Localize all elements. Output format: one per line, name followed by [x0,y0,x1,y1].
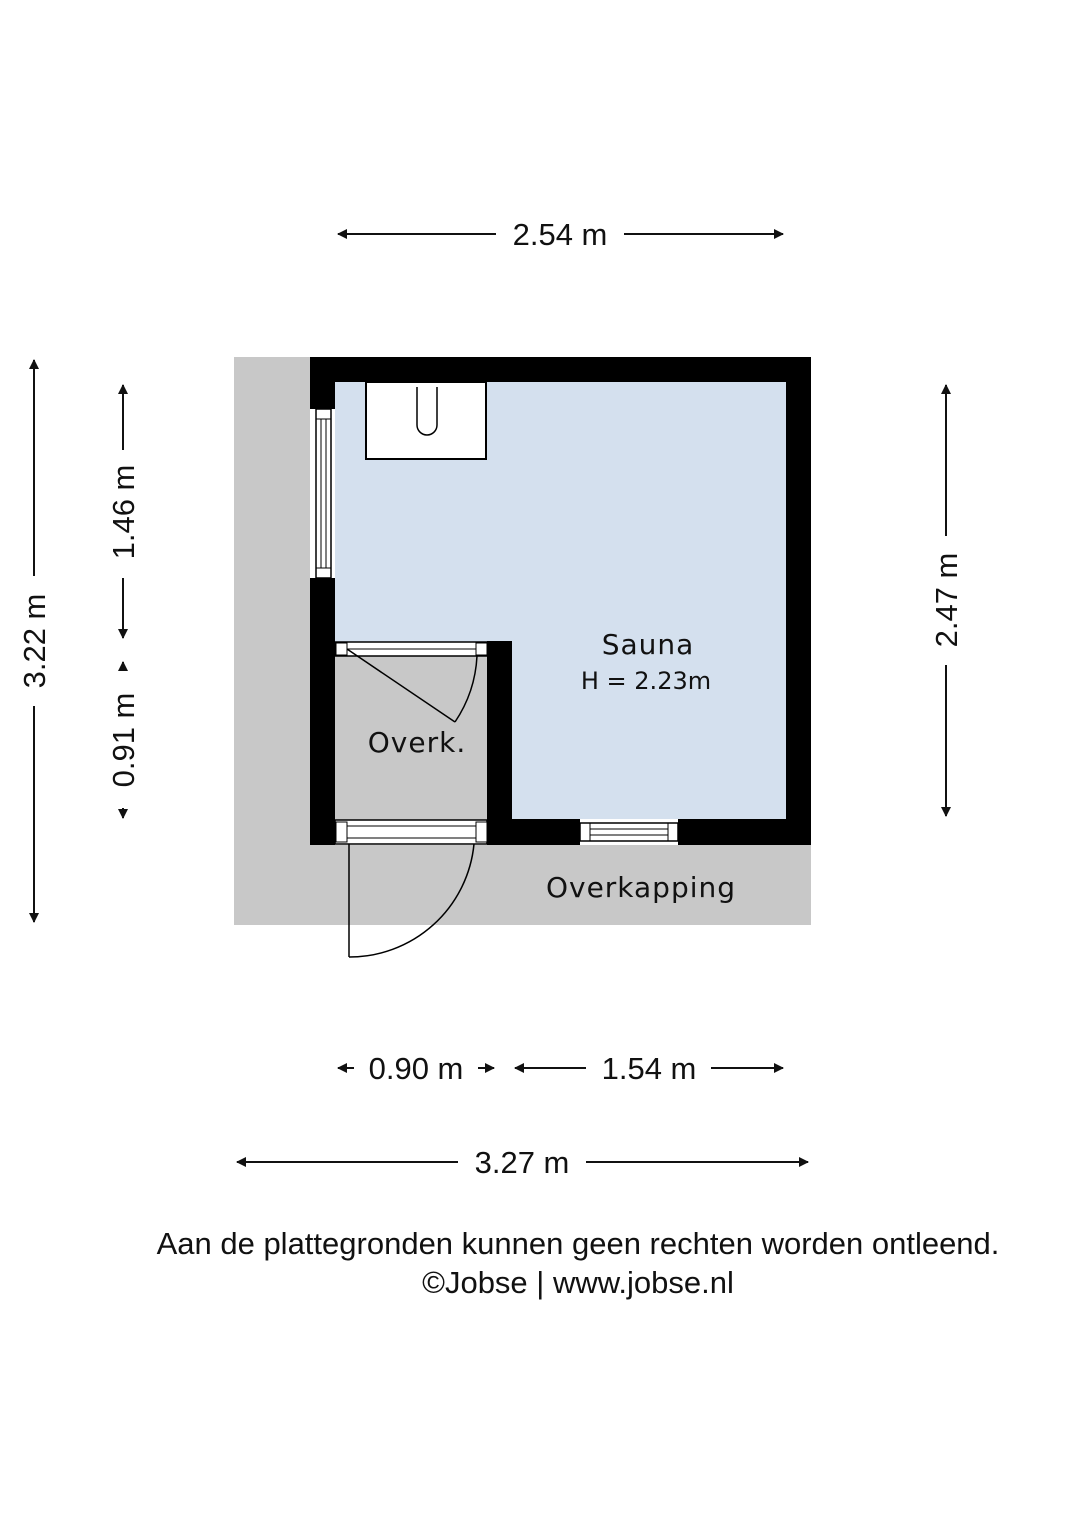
exterior-door [334,819,488,958]
dimension-bottom-total: 3.27 m [236,1145,809,1180]
dimension-bottom-right: 1.54 m [514,1051,784,1086]
interior-door [334,641,488,723]
dimension-left-lower-label: 0.91 m [106,693,141,788]
dimension-right: 2.47 m [929,384,964,817]
left-window [315,408,332,579]
bottom-window [579,822,679,842]
dimension-bottom-right-label: 1.54 m [602,1051,697,1086]
dimension-top-label: 2.54 m [513,217,608,252]
overkapping-area [234,357,811,925]
dimension-bottom-total-label: 3.27 m [475,1145,570,1180]
disclaimer-text: Aan de plattegronden kunnen geen rechten… [156,1226,1000,1261]
walls [310,357,811,845]
dimension-left-total: 3.22 m [17,359,52,923]
credit-text: ©Jobse | www.jobse.nl [422,1265,734,1300]
sauna-height-label: H = 2.23m [581,667,711,695]
dimension-left-upper-label: 1.46 m [106,465,141,560]
sauna-label: Sauna [602,628,695,661]
overkapping-label: Overkapping [546,871,736,904]
dimension-top: 2.54 m [337,217,784,252]
dimension-left-total-label: 3.22 m [17,594,52,689]
overk-room [335,655,487,825]
dimension-bottom-left-label: 0.90 m [369,1051,464,1086]
overk-label: Overk. [368,726,466,759]
sauna-heater [365,381,487,460]
dimension-left-upper: 1.46 m [106,384,141,639]
dimension-bottom-left: 0.90 m [337,1051,495,1086]
dimension-left-lower: 0.91 m [106,661,141,819]
dimension-right-label: 2.47 m [929,553,964,648]
